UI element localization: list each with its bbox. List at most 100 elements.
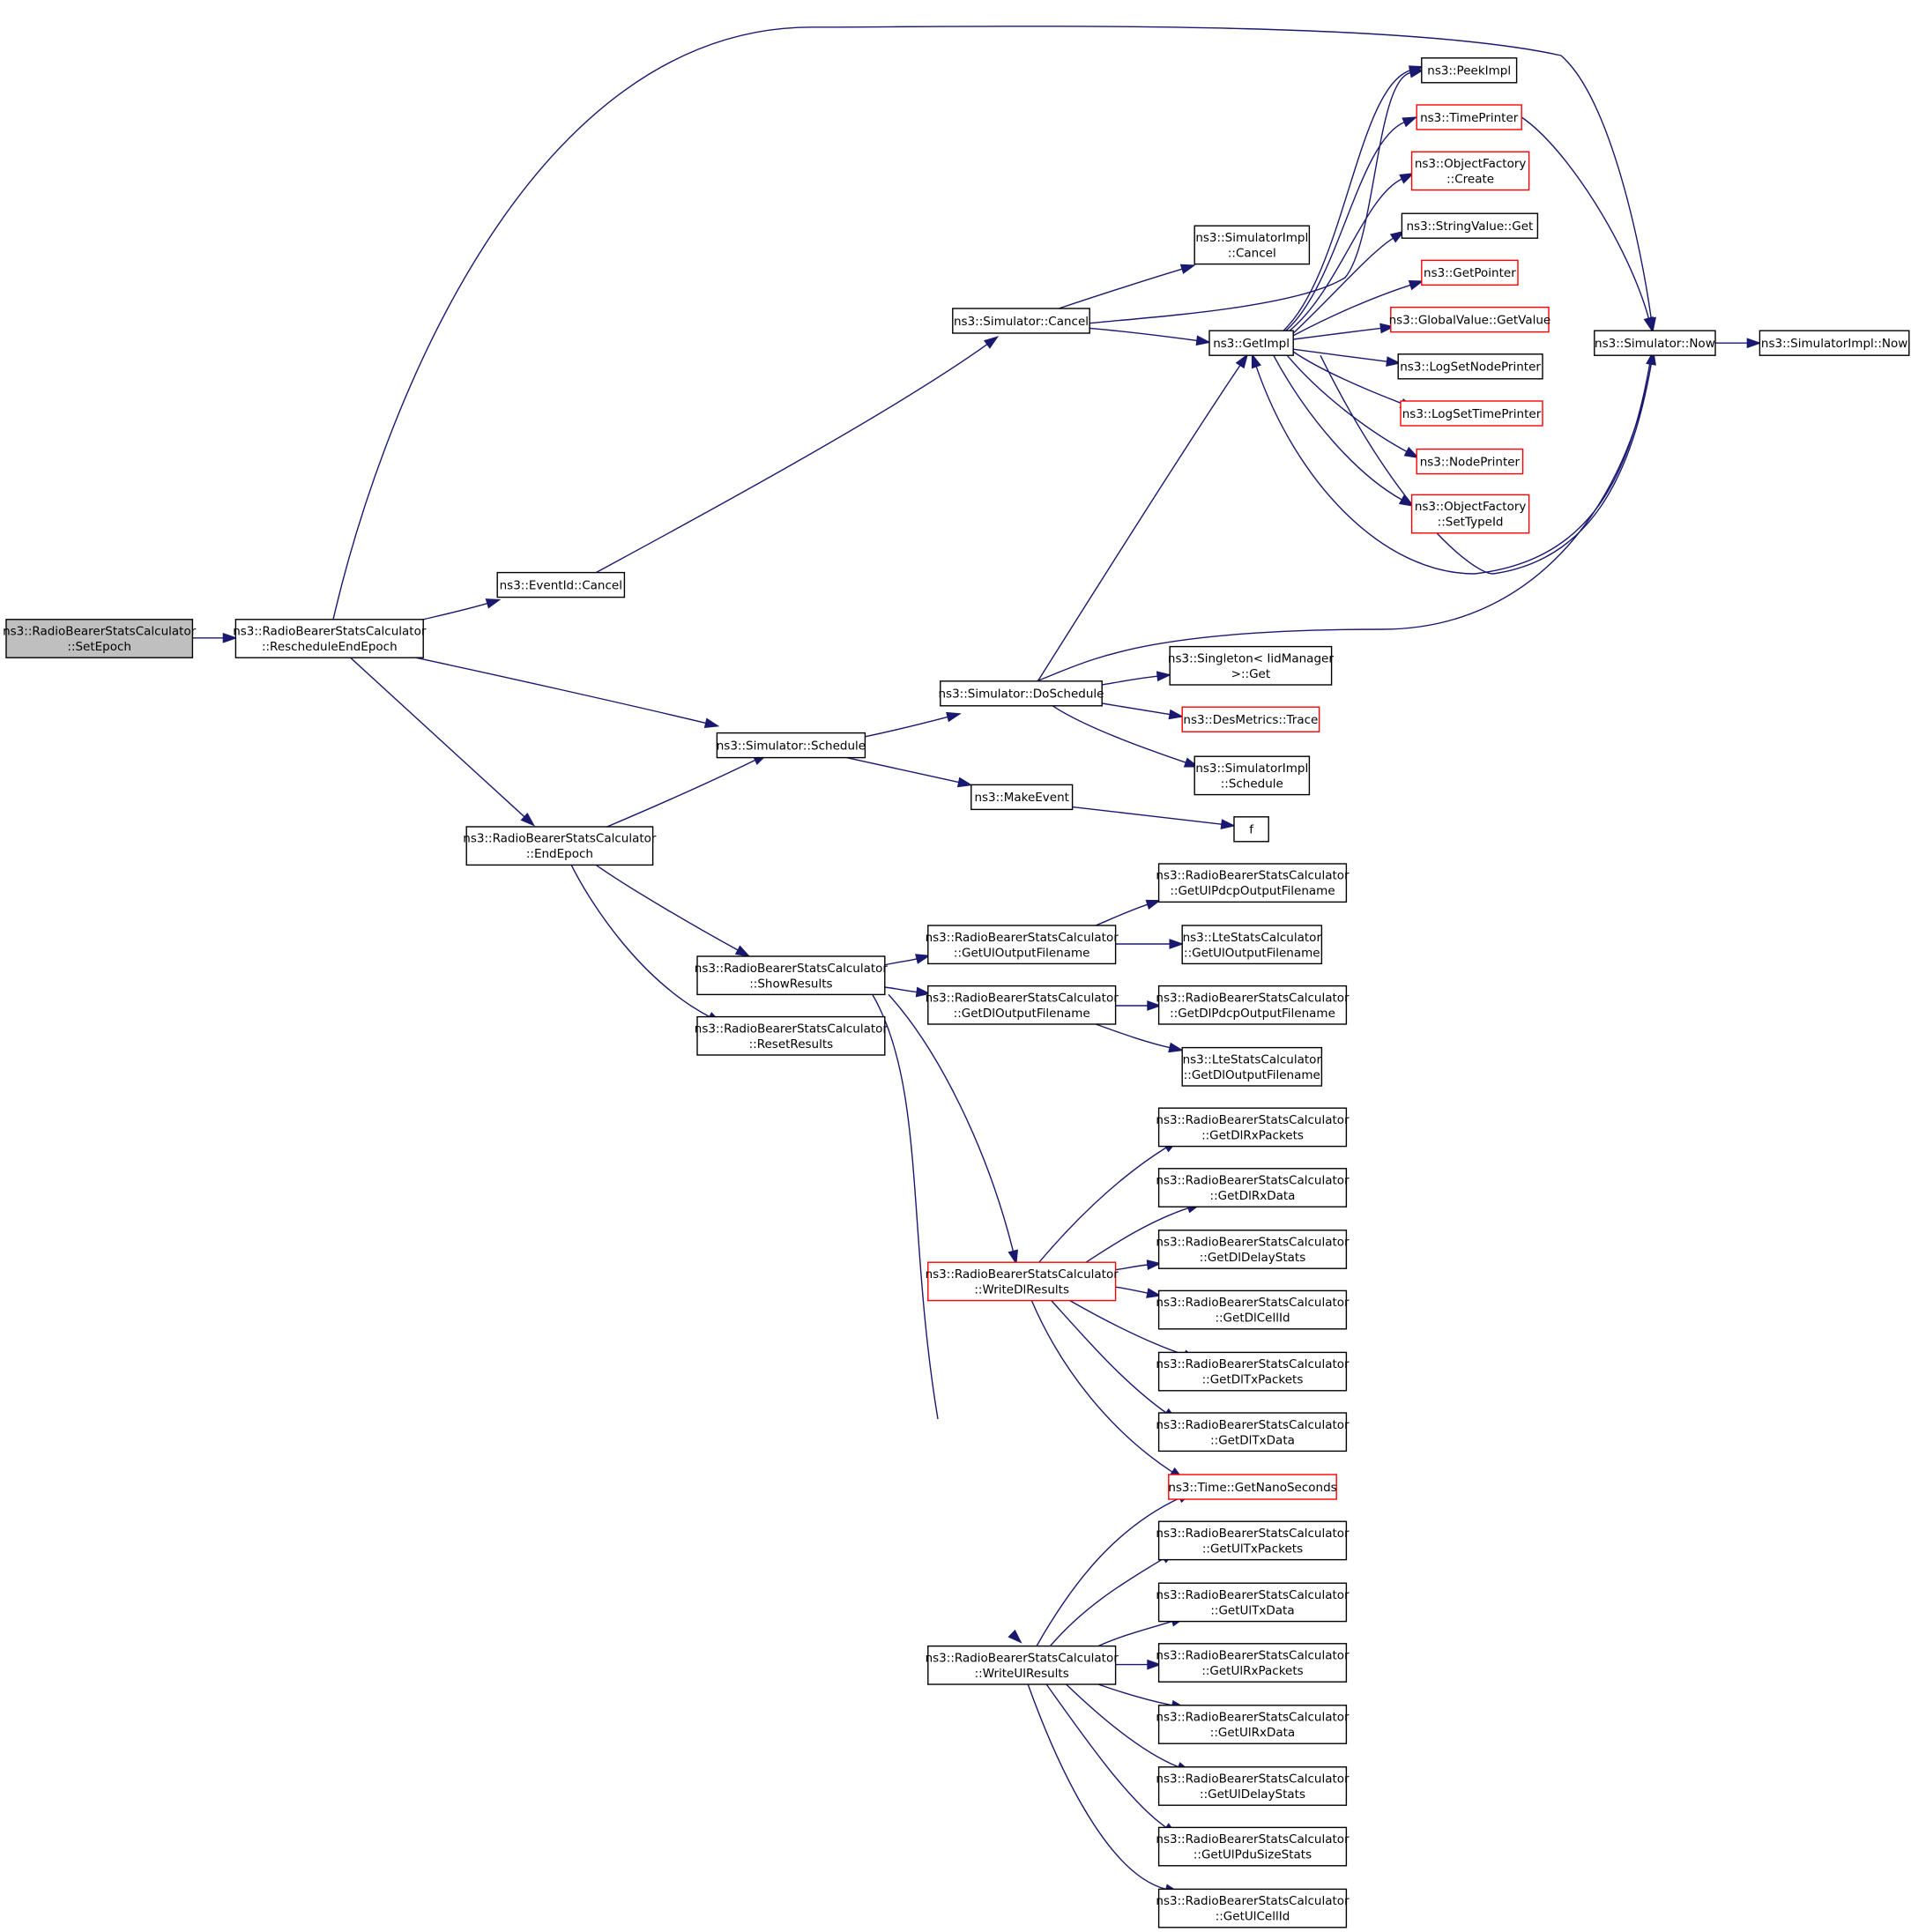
node-box: [496, 571, 626, 598]
node-label: ::Cancel: [1228, 246, 1276, 260]
call-edge-reschedule-to-eventCancel: [423, 598, 502, 620]
node-label: ::GetUlTxData: [1210, 1603, 1294, 1617]
node-label: ::GetUlOutputFilename: [954, 946, 1090, 960]
function-node-globalValueGet[interactable]: ns3::GlobalValue::GetValue: [1389, 306, 1551, 333]
function-node-setEpoch[interactable]: ns3::RadioBearerStatsCalculator::SetEpoc…: [3, 619, 197, 658]
call-edge-showResults-to-writeUl: [872, 994, 1022, 1644]
arrowhead: [1220, 819, 1236, 830]
node-box: [1157, 1888, 1348, 1928]
function-node-getDlRxData[interactable]: ns3::RadioBearerStatsCalculator::GetDlRx…: [1156, 1168, 1350, 1208]
node-box: [1181, 1046, 1323, 1087]
function-node-getDlCellId[interactable]: ns3::RadioBearerStatsCalculator::GetDlCe…: [1156, 1289, 1350, 1330]
node-label: ::GetDlDelayStats: [1200, 1251, 1305, 1265]
function-node-getUlOut[interactable]: ns3::RadioBearerStatsCalculator::GetUlOu…: [926, 925, 1119, 965]
function-node-getUlRxData[interactable]: ns3::RadioBearerStatsCalculator::GetUlRx…: [1156, 1705, 1350, 1744]
function-node-simCancel[interactable]: ns3::Simulator::Cancel: [952, 308, 1090, 334]
arrowhead: [1168, 1042, 1184, 1053]
function-node-f[interactable]: f: [1233, 816, 1269, 843]
call-edge-showResults-to-getUlOut: [884, 954, 931, 966]
function-node-simNow[interactable]: ns3::Simulator::Now: [1594, 330, 1716, 356]
node-label: ::SetTypeId: [1438, 516, 1504, 530]
node-label: ns3::RadioBearerStatsCalculator: [1156, 1527, 1350, 1541]
node-label: ns3::RadioBearerStatsCalculator: [233, 625, 427, 639]
function-node-doSchedule[interactable]: ns3::Simulator::DoSchedule: [939, 680, 1104, 707]
node-box: [1168, 1474, 1337, 1500]
function-node-lteUlOut[interactable]: ns3::LteStatsCalculator::GetUlOutputFile…: [1181, 925, 1323, 965]
function-node-timePrinter[interactable]: ns3::TimePrinter: [1416, 104, 1522, 130]
call-edge-getImpl-to-getPointer: [1292, 279, 1424, 337]
function-node-showResults[interactable]: ns3::RadioBearerStatsCalculator::ShowRes…: [695, 955, 889, 996]
function-node-resetResults[interactable]: ns3::RadioBearerStatsCalculator::ResetRe…: [695, 1015, 889, 1056]
edge-line: [1255, 355, 1652, 575]
node-box: [927, 1645, 1117, 1685]
node-label: ns3::RadioBearerStatsCalculator: [1156, 1649, 1350, 1663]
node-label: ns3::SimulatorImpl: [1195, 231, 1308, 245]
function-node-logSetTimePrinter[interactable]: ns3::LogSetTimePrinter: [1400, 400, 1543, 427]
function-node-writeDl[interactable]: ns3::RadioBearerStatsCalculator::WriteDl…: [926, 1261, 1119, 1302]
function-node-getUlDelayStats[interactable]: ns3::RadioBearerStatsCalculator::GetUlDe…: [1156, 1766, 1350, 1806]
function-node-logSetNodePrinter[interactable]: ns3::LogSetNodePrinter: [1397, 353, 1543, 380]
node-box: [1157, 1230, 1348, 1269]
edge-line: [1037, 365, 1241, 682]
node-label: ns3::EventId::Cancel: [500, 578, 622, 592]
function-node-getImpl[interactable]: ns3::GetImpl: [1208, 330, 1294, 356]
node-label: ::GetDlOutputFilename: [1184, 1068, 1320, 1082]
function-node-simSchedule[interactable]: ns3::Simulator::Schedule: [716, 732, 866, 759]
edge-line: [1102, 702, 1171, 716]
node-label: ::Create: [1446, 172, 1494, 186]
function-node-makeEvent[interactable]: ns3::MakeEvent: [970, 784, 1074, 811]
call-edge-getImpl-to-logSetTimePrinter: [1292, 351, 1416, 409]
function-node-getDlRxPackets[interactable]: ns3::RadioBearerStatsCalculator::GetDlRx…: [1156, 1107, 1350, 1148]
function-node-nodePrinter[interactable]: ns3::NodePrinter: [1416, 448, 1524, 475]
function-node-objFactoryCreate[interactable]: ns3::ObjectFactory::Create: [1410, 151, 1530, 191]
function-node-timeGetNano[interactable]: ns3::Time::GetNanoSeconds: [1168, 1474, 1337, 1500]
node-label: ns3::GetPointer: [1424, 266, 1516, 280]
node-box: [940, 680, 1103, 707]
function-node-getUlPdcp[interactable]: ns3::RadioBearerStatsCalculator::GetUlPd…: [1156, 863, 1350, 903]
call-edge-reschedule-to-simSchedule: [415, 657, 720, 728]
call-edge-setEpoch-to-reschedule: [192, 632, 238, 643]
edge-line: [1293, 327, 1381, 340]
edge-line: [350, 657, 525, 818]
function-node-getDlTxData[interactable]: ns3::RadioBearerStatsCalculator::GetDlTx…: [1156, 1412, 1350, 1453]
node-label: ::GetUlPduSizeStats: [1193, 1848, 1312, 1862]
call-edge-doSchedule-to-getImpl: [1037, 353, 1249, 682]
node-box: [970, 784, 1074, 811]
function-node-singletonGet[interactable]: ns3::Singleton< IidManager>::Get: [1168, 645, 1334, 686]
function-node-getUlPduSizeStats[interactable]: ns3::RadioBearerStatsCalculator::GetUlPd…: [1156, 1826, 1350, 1867]
function-node-getDlTxPackets[interactable]: ns3::RadioBearerStatsCalculator::GetDlTx…: [1156, 1351, 1350, 1392]
arrowhead: [1008, 1249, 1018, 1266]
edge-line: [1289, 178, 1402, 331]
function-node-writeUl[interactable]: ns3::RadioBearerStatsCalculator::WriteUl…: [926, 1645, 1119, 1685]
function-node-getDlPdcp[interactable]: ns3::RadioBearerStatsCalculator::GetDlPd…: [1156, 985, 1350, 1025]
node-label: ns3::RadioBearerStatsCalculator: [463, 832, 657, 846]
function-node-endEpoch[interactable]: ns3::RadioBearerStatsCalculator::EndEpoc…: [463, 826, 657, 866]
call-edge-getImpl-to-globalValueGet: [1293, 323, 1395, 340]
node-box: [1416, 104, 1522, 130]
node-box: [696, 955, 886, 996]
edge-line: [1285, 121, 1405, 331]
function-node-simImplCancel[interactable]: ns3::SimulatorImpl::Cancel: [1193, 225, 1311, 265]
function-node-getUlTxData[interactable]: ns3::RadioBearerStatsCalculator::GetUlTx…: [1156, 1582, 1350, 1623]
function-node-getUlRxPackets[interactable]: ns3::RadioBearerStatsCalculator::GetUlRx…: [1156, 1643, 1350, 1683]
function-node-reschedule[interactable]: ns3::RadioBearerStatsCalculator::Resched…: [233, 619, 427, 658]
function-node-getDlDelayStats[interactable]: ns3::RadioBearerStatsCalculator::GetDlDe…: [1156, 1230, 1350, 1269]
function-node-eventCancel[interactable]: ns3::EventId::Cancel: [496, 571, 626, 598]
function-node-stringValueGet[interactable]: ns3::StringValue::Get: [1401, 212, 1539, 239]
function-node-simImplNow[interactable]: ns3::SimulatorImpl::Now: [1759, 330, 1910, 356]
function-node-getDlOut[interactable]: ns3::RadioBearerStatsCalculator::GetDlOu…: [926, 985, 1119, 1025]
function-node-objFactorySetTypeId[interactable]: ns3::ObjectFactory::SetTypeId: [1410, 494, 1530, 534]
function-node-simImplSchedule[interactable]: ns3::SimulatorImpl::Schedule: [1193, 755, 1311, 796]
edge-line: [872, 994, 939, 1420]
node-box: [1208, 330, 1294, 356]
node-box: [1233, 816, 1269, 843]
function-node-getPointer[interactable]: ns3::GetPointer: [1421, 259, 1519, 286]
function-node-peekImpl[interactable]: ns3::PeekImpl: [1421, 57, 1518, 84]
function-node-desTrace[interactable]: ns3::DesMetrics::Trace: [1181, 706, 1320, 732]
function-node-getUlTxPackets[interactable]: ns3::RadioBearerStatsCalculator::GetUlTx…: [1156, 1520, 1350, 1561]
call-edge-showResults-to-writeDl: [888, 993, 1018, 1266]
node-box: [1157, 863, 1348, 903]
function-node-lteDlOut[interactable]: ns3::LteStatsCalculator::GetDlOutputFile…: [1181, 1046, 1323, 1087]
function-node-getUlCellId[interactable]: ns3::RadioBearerStatsCalculator::GetUlCe…: [1156, 1888, 1350, 1928]
